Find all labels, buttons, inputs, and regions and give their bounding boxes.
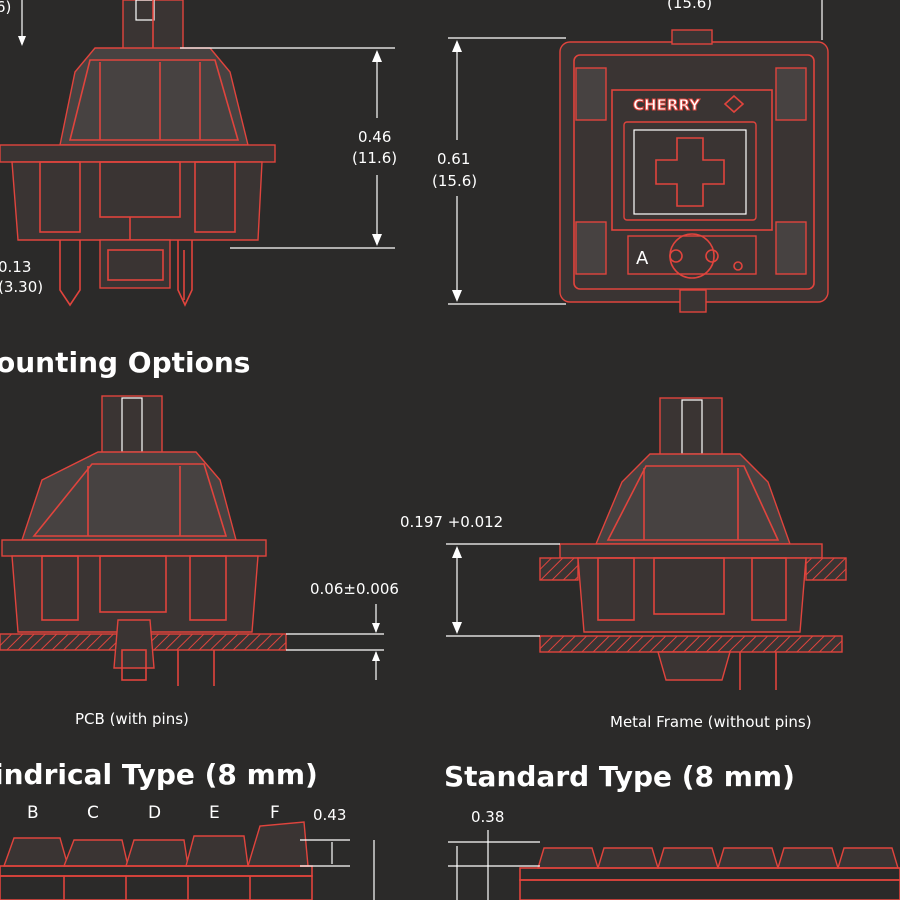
pin-mm-label: (3.30) [0,278,43,296]
key-letter-label: E [209,803,220,823]
height-dimension [18,0,395,249]
standard-height-dimension [448,830,540,900]
top-left-cut-label: 6) [0,0,11,16]
pcb-caption: PCB (with pins) [75,710,189,728]
pin-in-label: 0.13 [0,258,31,276]
standard-height-label: 0.38 [471,808,504,826]
top-right-cut-label: (15.6) [667,0,712,12]
brand-logo: CHERRY [633,96,701,114]
standard-type-heading: Standard Type (8 mm) [444,760,795,793]
cylindrical-type-heading: indrical Type (8 mm) [0,758,318,791]
stem-letter: A [636,248,649,269]
pcb-thickness-dimension [286,604,384,680]
switch-top-view [559,29,829,313]
height-in-label: 0.46 [358,128,391,146]
cylindrical-height-label: 0.43 [313,806,346,824]
mounting-options-heading: ounting Options [0,346,250,379]
key-letter-labels: B C D E F [27,803,280,823]
total-height-dimension [448,0,823,305]
plate-mount-switch [539,397,847,690]
plate-gap-dimension [446,543,560,637]
key-letter-label: D [148,803,161,823]
pcb-thickness-label: 0.06±0.006 [310,580,399,598]
switch-side-view [0,0,276,307]
total-mm-label: (15.6) [432,172,477,190]
cylindrical-height-dimension [300,839,375,900]
total-in-label: 0.61 [437,150,470,168]
cylindrical-keycap-row [0,821,313,900]
key-letter-label: C [87,803,99,823]
key-letter-label: F [270,803,280,823]
standard-keycap-row [519,847,900,900]
height-mm-label: (11.6) [352,149,397,167]
frame-caption: Metal Frame (without pins) [610,713,812,731]
plate-gap-label: 0.197 +0.012 [400,513,503,531]
pcb-mount-switch [0,395,287,686]
key-letter-label: B [27,803,39,823]
